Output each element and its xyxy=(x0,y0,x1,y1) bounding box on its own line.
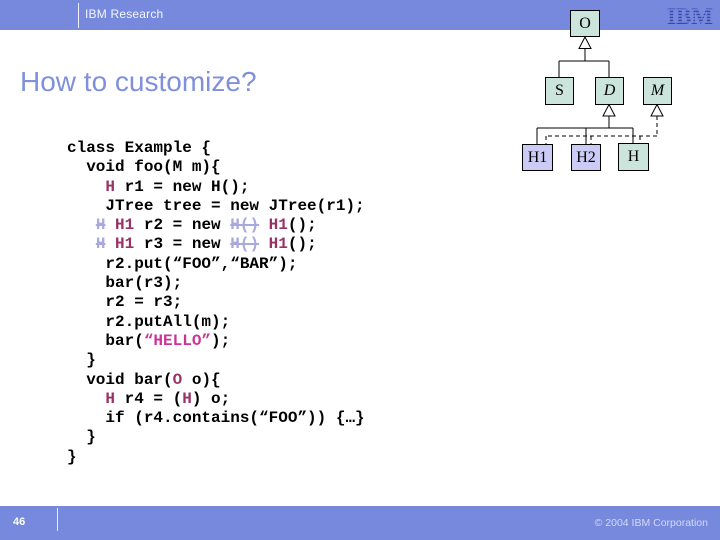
code-line: if (r4.contains(“FOO”)) {…} xyxy=(67,409,365,428)
code-line: void foo(M m){ xyxy=(67,158,221,177)
code-line: H H1 r3 = new H() H1(); xyxy=(95,235,317,254)
inheritance-arrow-d xyxy=(602,103,616,117)
code-line: } xyxy=(67,351,96,370)
inheritance-arrow-m xyxy=(650,103,664,117)
page-number: 46 xyxy=(13,516,26,528)
diagram-node-h2: H2 xyxy=(571,144,601,171)
page-title: How to customize? xyxy=(20,66,257,97)
diagram-node-o: O xyxy=(570,10,600,37)
code-line: r2.put(“FOO”,“BAR”); xyxy=(67,254,298,273)
diagram-node-m: M xyxy=(643,77,672,105)
code-line: H H1 r2 = new H() H1(); xyxy=(95,216,317,235)
diagram-node-s: S xyxy=(545,77,574,105)
ibm-logo-icon: IBM xyxy=(667,4,713,26)
footer-divider xyxy=(57,508,58,531)
code-line: r2.putAll(m); xyxy=(67,312,231,331)
code-line: } xyxy=(67,428,96,447)
brand-label: IBM Research xyxy=(85,7,164,21)
header-bar: IBM Research IBM xyxy=(0,0,720,30)
code-line: JTree tree = new JTree(r1); xyxy=(67,196,365,215)
inheritance-arrow-o xyxy=(578,35,592,49)
footer-bar: 46 © 2004 IBM Corporation xyxy=(0,506,720,540)
code-line: } xyxy=(67,447,77,466)
diagram-node-d: D xyxy=(595,77,624,105)
code-line: void bar(O o){ xyxy=(67,370,221,389)
code-line: bar(“HELLO”); xyxy=(67,331,231,350)
code-line: H r1 = new H(); xyxy=(105,177,250,196)
brand-divider xyxy=(78,3,79,28)
diagram-node-h1: H1 xyxy=(522,144,553,171)
code-line: r2 = r3; xyxy=(67,293,183,312)
code-line: class Example { xyxy=(67,139,212,157)
code-block: class Example { void foo(M m){ H r1 = ne… xyxy=(67,139,365,467)
code-line: H r4 = (H) o; xyxy=(105,389,231,408)
copyright-text: © 2004 IBM Corporation xyxy=(594,517,708,529)
diagram-node-h: H xyxy=(618,143,649,171)
class-diagram-connectors xyxy=(536,35,664,144)
code-line: bar(r3); xyxy=(67,274,183,293)
